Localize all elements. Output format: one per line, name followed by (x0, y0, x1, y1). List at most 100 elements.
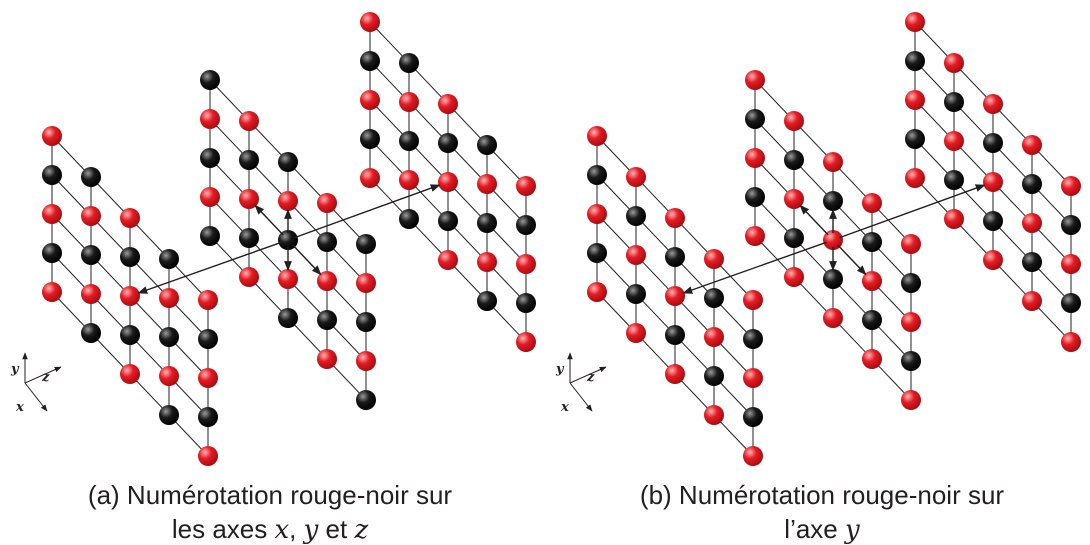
black-node (1022, 174, 1042, 194)
neighbour-arrow (839, 184, 986, 239)
panel-b-caption-line2: l’axe y (592, 512, 1052, 545)
red-node (1022, 291, 1042, 311)
black-node (983, 211, 1003, 231)
red-node (823, 308, 843, 328)
red-node (477, 252, 497, 272)
black-node (626, 284, 646, 304)
red-node (901, 312, 921, 332)
panel-b-caption-line1: (b) Numérotation rouge-noir sur (639, 480, 1005, 510)
red-node (745, 226, 765, 246)
panel-a-caption: (a) Numérotation rouge-noir sur les axes… (40, 478, 500, 545)
black-node (200, 226, 220, 246)
red-node (360, 168, 380, 188)
lattice-nodes (587, 12, 1081, 466)
black-node (159, 249, 179, 269)
red-node (704, 405, 724, 425)
red-node (901, 234, 921, 254)
black-node (665, 247, 685, 267)
black-node (665, 325, 685, 345)
black-node (516, 215, 536, 235)
black-node (901, 351, 921, 371)
red-node (665, 364, 685, 384)
red-node (198, 290, 218, 310)
red-node (42, 282, 62, 302)
red-node (438, 172, 458, 192)
axis-arrow (24, 366, 62, 384)
red-node (516, 332, 536, 352)
panel-b-caption-prefix: l’axe (784, 514, 845, 544)
red-node (944, 209, 964, 229)
red-node (862, 349, 882, 369)
axis-arrow (569, 382, 593, 412)
red-node (784, 189, 804, 209)
black-node (743, 407, 763, 427)
panel-a-caption-y: y (303, 515, 319, 545)
red-node (159, 288, 179, 308)
black-node (159, 405, 179, 425)
black-node (278, 152, 298, 172)
black-node (983, 133, 1003, 153)
neighbour-arrow (137, 241, 282, 294)
black-node (704, 366, 724, 386)
x-axis-label: x (560, 400, 569, 415)
neighbour-arrow (294, 184, 441, 239)
black-node (317, 232, 337, 252)
red-node (356, 273, 376, 293)
red-node (317, 271, 337, 291)
red-node (905, 168, 925, 188)
red-node (704, 327, 724, 347)
red-node (399, 170, 419, 190)
black-node (516, 293, 536, 313)
red-node (665, 208, 685, 228)
black-node (278, 308, 298, 328)
neighbour-arrows (682, 184, 986, 294)
black-node (944, 170, 964, 190)
red-node (983, 172, 1003, 192)
red-node (587, 126, 607, 146)
red-node (81, 284, 101, 304)
red-node (905, 90, 925, 110)
red-node (1061, 176, 1081, 196)
red-node (862, 193, 882, 213)
red-node (784, 267, 804, 287)
black-node (399, 209, 419, 229)
z-axis-label: z (41, 370, 50, 385)
red-node (438, 250, 458, 270)
black-node (905, 51, 925, 71)
axis-arrow (569, 366, 607, 384)
red-node (743, 368, 763, 388)
black-node (745, 187, 765, 207)
red-node (944, 131, 964, 151)
black-node (1022, 252, 1042, 272)
red-node (200, 187, 220, 207)
black-node (399, 131, 419, 151)
panel-a-caption-line1: (a) Numérotation rouge-noir sur (87, 480, 453, 510)
x-axis-label: x (15, 400, 24, 415)
black-node (823, 269, 843, 289)
red-node (587, 204, 607, 224)
black-node (901, 273, 921, 293)
red-node (983, 250, 1003, 270)
black-node (438, 133, 458, 153)
black-node (198, 407, 218, 427)
red-node (239, 267, 259, 287)
red-node (120, 286, 140, 306)
red-node (1061, 254, 1081, 274)
red-node (159, 366, 179, 386)
black-node (200, 148, 220, 168)
red-node (743, 290, 763, 310)
z-axis-label: z (586, 370, 595, 385)
panel-a-diagram: yzx (10, 12, 536, 466)
panel-a-caption-line2: les axes x, y et z (40, 512, 500, 545)
black-node (477, 213, 497, 233)
black-node (587, 243, 607, 263)
black-node (862, 232, 882, 252)
black-node (1061, 215, 1081, 235)
black-node (356, 234, 376, 254)
black-node (438, 211, 458, 231)
red-node (239, 189, 259, 209)
panel-b-caption: (b) Numérotation rouge-noir sur l’axe y (592, 478, 1052, 545)
red-node (200, 109, 220, 129)
red-node (42, 204, 62, 224)
